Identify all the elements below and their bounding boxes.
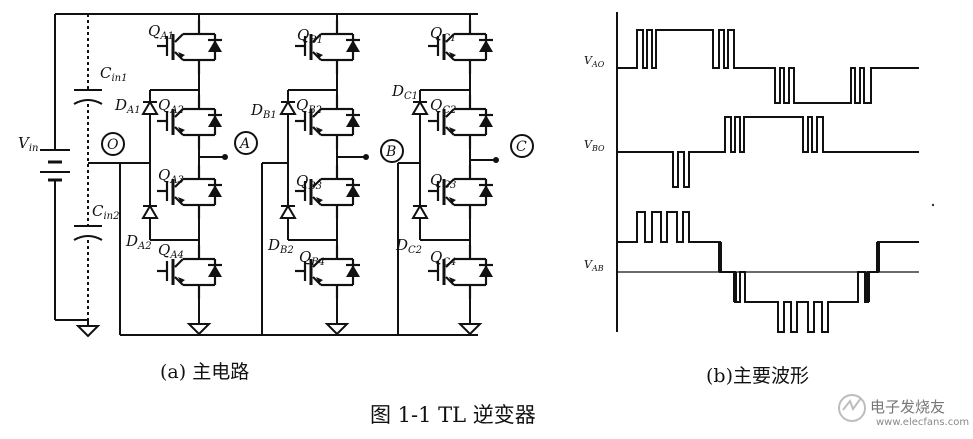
waveform-caption: (b)主要波形 bbox=[706, 365, 809, 387]
cap-bottom-label: Cin2 bbox=[92, 202, 120, 222]
node-c-label: C bbox=[516, 139, 527, 155]
ground-icon bbox=[459, 315, 481, 335]
watermark-text: 电子发烧友 bbox=[870, 398, 946, 416]
watermark-url: www.elecfans.com bbox=[876, 417, 970, 428]
neutral-label: O bbox=[107, 137, 119, 153]
trace-vab bbox=[616, 211, 919, 333]
figure-caption: 图 1-1 TL 逆变器 bbox=[370, 403, 536, 427]
qa4-label: QA4 bbox=[158, 241, 184, 261]
diode-dc1-icon bbox=[412, 101, 428, 115]
qb2-label: QB2 bbox=[296, 96, 322, 116]
dc1-label: DC1 bbox=[391, 82, 418, 102]
node-c-circle bbox=[510, 134, 534, 158]
qb4-label: QB4 bbox=[299, 248, 325, 268]
qb3-label: QB3 bbox=[296, 172, 322, 192]
qc4-label: QC4 bbox=[430, 248, 456, 268]
main-circuit bbox=[40, 13, 478, 336]
dc2-label: DC2 bbox=[395, 236, 422, 256]
qc3-label: QC3 bbox=[430, 171, 456, 191]
vao-label: VAO bbox=[584, 54, 605, 69]
leg-b bbox=[261, 14, 404, 335]
neutral-node-circle bbox=[101, 132, 125, 156]
ground-icon bbox=[326, 315, 348, 335]
ground-icon bbox=[188, 315, 210, 335]
qc2-label: QC2 bbox=[430, 96, 456, 116]
qc1-label: QC1 bbox=[430, 24, 456, 44]
node-b-circle bbox=[380, 139, 404, 163]
da2-label: DA2 bbox=[125, 232, 152, 252]
diode-da1-icon bbox=[142, 101, 158, 115]
node-a-label: A bbox=[238, 136, 250, 152]
diode-db2-icon bbox=[280, 205, 296, 219]
qa1-label: QA1 bbox=[148, 22, 174, 42]
trace-vbo bbox=[617, 116, 919, 188]
qa3-label: QA3 bbox=[158, 166, 184, 186]
da1-label: DA1 bbox=[114, 96, 141, 116]
diode-dc2-icon bbox=[412, 205, 428, 219]
qb1-label: QB1 bbox=[297, 26, 323, 46]
source-label: Vin bbox=[18, 134, 38, 154]
diode-db1-icon bbox=[280, 101, 296, 115]
leg-a bbox=[142, 14, 258, 318]
qa2-label: QA2 bbox=[158, 96, 184, 116]
cap-top-label: Cin1 bbox=[100, 64, 128, 84]
vab-label: VAB bbox=[584, 258, 604, 273]
node-a-circle bbox=[234, 131, 258, 155]
watermark-logo-icon bbox=[838, 394, 866, 422]
diode-da2-icon bbox=[142, 205, 158, 219]
igbt-qa1-icon bbox=[155, 18, 224, 76]
leg-c bbox=[397, 14, 534, 335]
vbo-label: VBO bbox=[584, 138, 605, 153]
db1-label: DB1 bbox=[250, 101, 277, 121]
trace-vao bbox=[617, 29, 919, 104]
db2-label: DB2 bbox=[267, 236, 294, 256]
circuit-caption: (a) 主电路 bbox=[160, 361, 250, 383]
node-b-label: B bbox=[385, 144, 396, 160]
waveform-panel bbox=[616, 12, 919, 333]
